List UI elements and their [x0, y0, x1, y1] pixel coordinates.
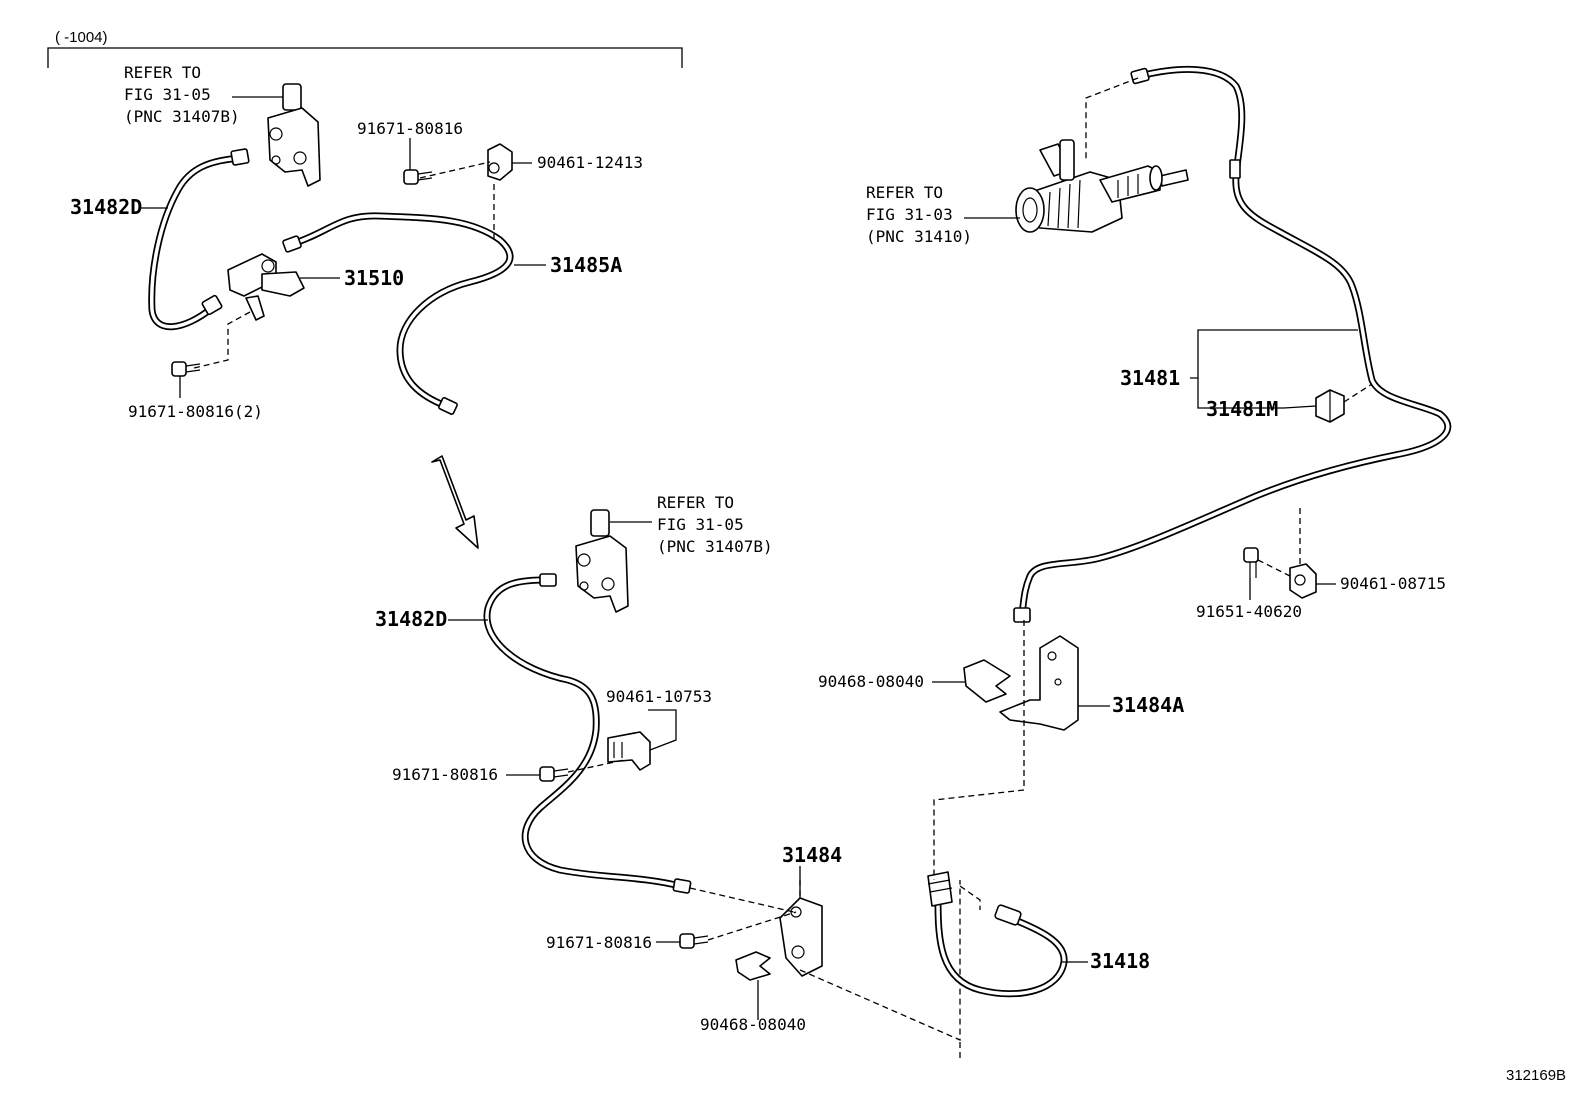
clip-90468-08040-a [735, 951, 771, 981]
label-91671-80816-c: 91671-80816 [546, 933, 652, 952]
bolt-91671-80816-c [679, 933, 709, 949]
refer-top-right-line1: REFER TO [866, 183, 943, 202]
label-31484a: 31484A [1112, 693, 1184, 717]
bolt-91671-80816-a [403, 169, 433, 185]
refer-top-right-line2: FIG 31-03 [866, 205, 953, 224]
label-90461-10753: 90461-10753 [606, 687, 712, 706]
clip-31481m [1315, 389, 1345, 423]
clip-90468-08040-b [963, 659, 1011, 703]
range-bracket: ( -1004) [47, 29, 683, 68]
range-note: ( -1004) [55, 29, 108, 46]
label-90468-08040-b: 90468-08040 [818, 672, 924, 691]
label-90461-12413: 90461-12413 [537, 153, 643, 172]
pipe-31481 [1013, 66, 1452, 623]
refer-mid-line1: REFER TO [657, 493, 734, 512]
master-cylinder [1015, 139, 1189, 233]
label-31481m: 31481M [1206, 397, 1278, 421]
refer-mid-line2: FIG 31-05 [657, 515, 744, 534]
refer-top-left-line2: FIG 31-05 [124, 85, 211, 104]
label-90468-08040-a: 90468-08040 [700, 1015, 806, 1034]
pipe-31482d-mid [483, 573, 692, 894]
refer-top-left-line1: REFER TO [124, 63, 201, 82]
label-31418: 31418 [1090, 949, 1150, 973]
pipe-31485a [282, 212, 514, 415]
label-31485a: 31485A [550, 253, 622, 277]
valve-block-top [267, 83, 321, 187]
label-91651-40620: 91651-40620 [1196, 602, 1302, 621]
refer-top-left-line3: (PNC 31407B) [124, 107, 240, 126]
bolt-91671-80816-b [539, 766, 569, 782]
label-31484: 31484 [782, 843, 842, 867]
clamp-90461-10753 [607, 731, 651, 771]
hose-31418 [927, 871, 1068, 998]
label-31481: 31481 [1120, 366, 1180, 390]
figure-id: 312169B [1506, 1067, 1566, 1084]
label-91671-80816-2: 91671-80816(2) [128, 402, 263, 421]
label-91671-80816-b: 91671-80816 [392, 765, 498, 784]
label-31482d-b: 31482D [375, 607, 447, 631]
label-31510: 31510 [344, 266, 404, 290]
union-31510 [227, 253, 305, 321]
clamp-90461-08715 [1289, 563, 1317, 599]
refer-top-right-line3: (PNC 31410) [866, 227, 972, 246]
label-91671-80816-a: 91671-80816 [357, 119, 463, 138]
bracket-31484a [999, 635, 1079, 731]
clamp-90461-12413 [487, 143, 513, 181]
bolt-91671-80816-2 [171, 361, 201, 377]
bracket-31484 [779, 897, 823, 977]
label-90461-08715: 90461-08715 [1340, 574, 1446, 593]
transition-arrow [431, 455, 479, 549]
bolt-91651-40620 [1243, 547, 1259, 578]
refer-mid-line3: (PNC 31407B) [657, 537, 773, 556]
valve-block-mid [575, 509, 629, 613]
label-31482d-a: 31482D [70, 195, 142, 219]
pipe-31482d-top [148, 148, 250, 331]
